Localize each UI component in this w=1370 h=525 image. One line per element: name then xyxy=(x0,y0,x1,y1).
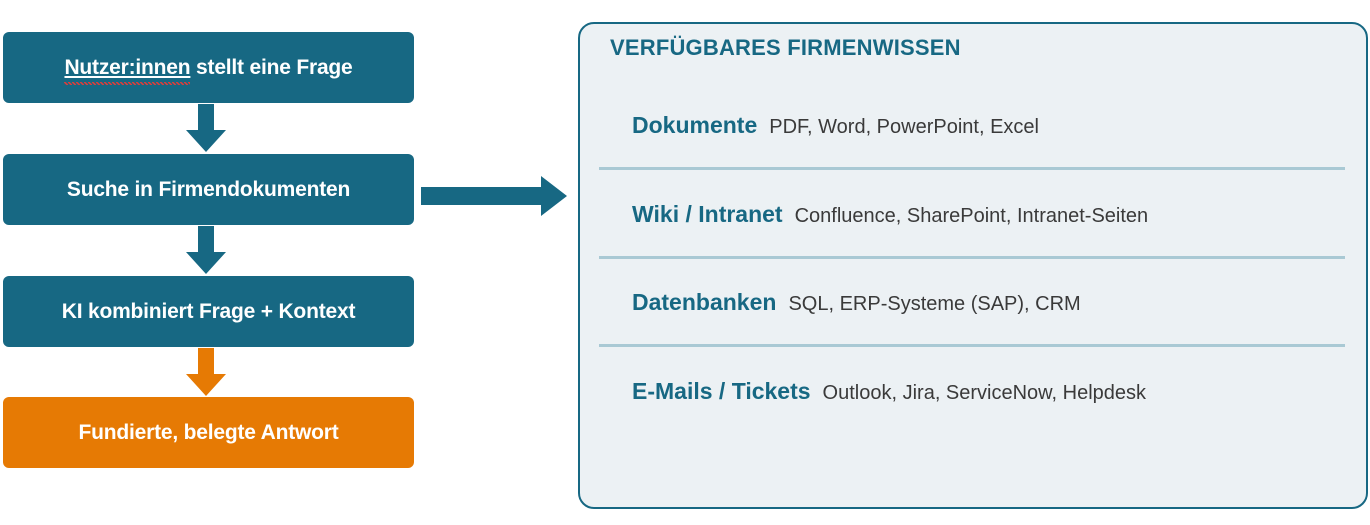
source-row-databases: Datenbanken SQL, ERP-Systeme (SAP), CRM xyxy=(632,289,1081,316)
step-user-question-prefix: Nutzer:innen xyxy=(64,56,191,85)
source-category: Wiki / Intranet xyxy=(632,201,783,227)
step-ai-combines: KI kombiniert Frage + Kontext xyxy=(3,276,414,347)
source-category: E-Mails / Tickets xyxy=(632,378,811,404)
step-user-question-suffix: stellt eine Frage xyxy=(190,55,353,79)
arrow-down-icon xyxy=(186,104,226,152)
step-grounded-answer: Fundierte, belegte Antwort xyxy=(3,397,414,468)
divider xyxy=(599,167,1345,170)
source-category: Dokumente xyxy=(632,112,758,138)
spellcheck-underline xyxy=(64,81,191,85)
arrow-down-icon xyxy=(186,226,226,274)
knowledge-panel: VERFÜGBARES FIRMENWISSEN Dokumente PDF, … xyxy=(578,22,1368,509)
source-row-wiki: Wiki / Intranet Confluence, SharePoint, … xyxy=(632,201,1148,228)
arrow-down-icon xyxy=(186,348,226,396)
panel-title: VERFÜGBARES FIRMENWISSEN xyxy=(610,35,961,60)
source-items: Outlook, Jira, ServiceNow, Helpdesk xyxy=(822,382,1147,404)
source-items: SQL, ERP-Systeme (SAP), CRM xyxy=(788,293,1081,315)
step-user-question: Nutzer:innen stellt eine Frage xyxy=(3,32,414,103)
source-row-emails: E-Mails / Tickets Outlook, Jira, Service… xyxy=(632,378,1146,405)
divider xyxy=(599,256,1345,259)
source-row-documents: Dokumente PDF, Word, PowerPoint, Excel xyxy=(632,112,1039,139)
arrow-right-icon xyxy=(421,176,567,216)
source-category: Datenbanken xyxy=(632,289,777,315)
step-search-documents: Suche in Firmendokumenten xyxy=(3,154,414,225)
divider xyxy=(599,344,1345,347)
source-items: PDF, Word, PowerPoint, Excel xyxy=(769,116,1039,138)
source-items: Confluence, SharePoint, Intranet-Seiten xyxy=(794,205,1149,227)
